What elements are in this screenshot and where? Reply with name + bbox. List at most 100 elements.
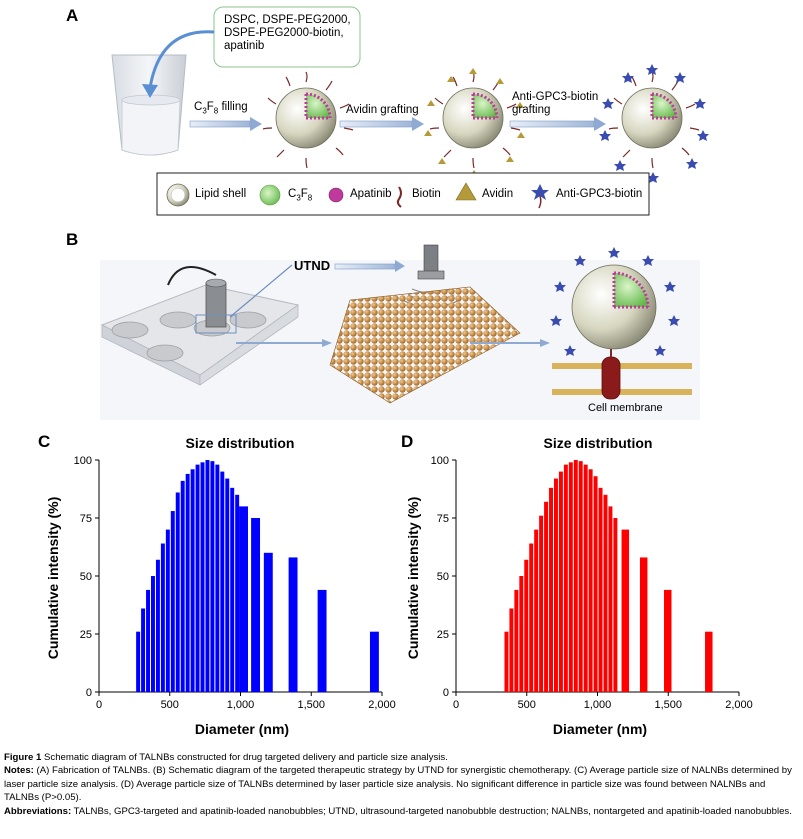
chart-c-bar xyxy=(230,487,235,692)
chart-c-y-tick-label: 25 xyxy=(80,629,92,641)
chart-d-bar xyxy=(705,631,713,692)
chart-c-x-tick-label: 500 xyxy=(161,699,179,711)
chart-d-y-tick-label: 25 xyxy=(437,629,449,641)
chart-c-bar xyxy=(220,471,225,692)
chart-c-x-tick-label: 1,500 xyxy=(297,699,325,711)
chart-c-bar xyxy=(200,462,205,692)
chart-c-bar xyxy=(235,494,240,692)
chart-c-bar xyxy=(170,511,175,692)
chart-c-bar xyxy=(175,492,180,692)
chart-d-x-tick-label: 1,000 xyxy=(584,699,612,711)
chart-d-bar xyxy=(519,576,524,692)
legend-anti-gpc3-biotin: Anti-GPC3-biotin xyxy=(556,188,643,200)
chart-c-bar xyxy=(205,460,210,692)
ingredients-line-3: apatinib xyxy=(224,40,265,52)
chart-c-bar xyxy=(225,478,230,692)
chart-d-bar xyxy=(608,506,613,692)
panel-letter-c: C xyxy=(38,432,51,451)
chart-d-x-tick-label: 1,500 xyxy=(654,699,682,711)
chart-d-bar xyxy=(563,464,568,692)
notes-label: Notes: xyxy=(4,765,34,777)
chart-d-bar xyxy=(524,559,529,692)
chart-d-plot xyxy=(455,460,739,693)
abbreviations-label: Abbreviations: xyxy=(4,805,72,817)
step-avidin-grafting: Avidin grafting xyxy=(346,104,419,116)
cell-membrane-label: Cell membrane xyxy=(588,402,663,414)
chart-d-bar xyxy=(621,529,630,692)
chart-c-x-label: Diameter (nm) xyxy=(195,721,289,737)
chart-c-y-tick-label: 100 xyxy=(74,455,92,467)
chart-d-y-label: Cumulative intensity (%) xyxy=(405,497,421,660)
chart-c-bar xyxy=(317,589,327,692)
panel-a-diagram xyxy=(111,6,709,216)
legend-lipid-shell: Lipid shell xyxy=(195,188,247,200)
chart-c-bar xyxy=(263,552,273,692)
chart-c-bar xyxy=(160,543,165,692)
chart-c-bar xyxy=(288,557,298,692)
panel-letter-a: A xyxy=(66,6,79,25)
chart-c-y-ticks: 0 25 50 75 100 xyxy=(74,455,99,699)
panel-letter-d: D xyxy=(401,432,414,451)
chart-c-bar xyxy=(239,506,248,692)
chart-d-bar xyxy=(509,608,514,692)
chart-d-x-tick-label: 0 xyxy=(453,699,459,711)
figure-title: Schematic diagram of TALNBs constructed … xyxy=(41,752,448,763)
chart-d-x-label: Diameter (nm) xyxy=(553,721,647,737)
panel-letter-b: B xyxy=(66,230,79,249)
chart-d-bar xyxy=(504,631,509,692)
chart-c-bar xyxy=(146,589,151,692)
chart-d-bar xyxy=(593,476,598,692)
chart-d-x-tick-label: 500 xyxy=(518,699,536,711)
chart-c-x-tick-label: 0 xyxy=(96,699,102,711)
chart-d-bar xyxy=(568,462,573,692)
chart-c-y-tick-label: 50 xyxy=(80,571,92,583)
chart-c-y-label: Cumulative intensity (%) xyxy=(45,497,61,660)
chart-c-x-tick-label: 1,000 xyxy=(227,699,255,711)
chart-d-y-tick-label: 100 xyxy=(431,455,449,467)
chart-d-bar xyxy=(613,518,618,692)
chart-d-bar xyxy=(529,543,534,692)
legend-c3f8: C3F8 xyxy=(288,188,313,203)
chart-c-title: Size distribution xyxy=(186,435,295,451)
legend-biotin: Biotin xyxy=(412,188,441,200)
notes-text: (A) Fabrication of TALNBs. (B) Schematic… xyxy=(4,765,792,804)
legend-apatinib: Apatinib xyxy=(350,188,392,200)
figure-label: Figure 1 xyxy=(4,752,42,763)
chart-c-bar xyxy=(369,631,379,692)
chart-d-bar xyxy=(573,460,578,692)
utnd-label: UTND xyxy=(294,258,331,273)
chart-c-bar xyxy=(195,464,200,692)
ingredients-line-1: DSPC, DSPE-PEG2000, xyxy=(224,14,351,26)
chart-d-y-tick-label: 0 xyxy=(443,687,449,699)
chart-c-bar xyxy=(185,473,190,692)
chart-c-bar xyxy=(136,631,141,692)
chart-c-bar xyxy=(215,464,220,692)
chart-d-bar xyxy=(603,494,608,692)
chart-d-y-tick-label: 50 xyxy=(437,571,449,583)
chart-d-title: Size distribution xyxy=(544,435,653,451)
chart-c-plot xyxy=(98,460,382,693)
chart-d-bar xyxy=(549,487,553,692)
chart-c-bar xyxy=(190,469,195,692)
chart-c-y-tick-label: 0 xyxy=(86,687,92,699)
chart-c-bar xyxy=(141,608,146,692)
chart-d-bar xyxy=(539,515,544,692)
chart-d-bar xyxy=(534,529,539,692)
chart-d-bar xyxy=(553,478,558,692)
legend-avidin: Avidin xyxy=(482,188,514,200)
chart-c-bar xyxy=(251,518,261,692)
chart-c-bar xyxy=(151,576,155,692)
panel-b-diagram xyxy=(100,244,700,420)
figure-caption: Figure 1 Schematic diagram of TALNBs con… xyxy=(4,751,799,818)
chart-d-bar xyxy=(664,589,672,692)
chart-d-y-tick-label: 75 xyxy=(437,513,449,525)
chart-c-y-tick-label: 75 xyxy=(80,513,92,525)
chart-d-bar xyxy=(598,487,603,692)
ingredients-line-2: DSPE-PEG2000-biotin, xyxy=(224,27,344,39)
chart-d-y-ticks: 0 25 50 75 100 xyxy=(431,455,456,699)
chart-d-bar xyxy=(544,501,549,692)
